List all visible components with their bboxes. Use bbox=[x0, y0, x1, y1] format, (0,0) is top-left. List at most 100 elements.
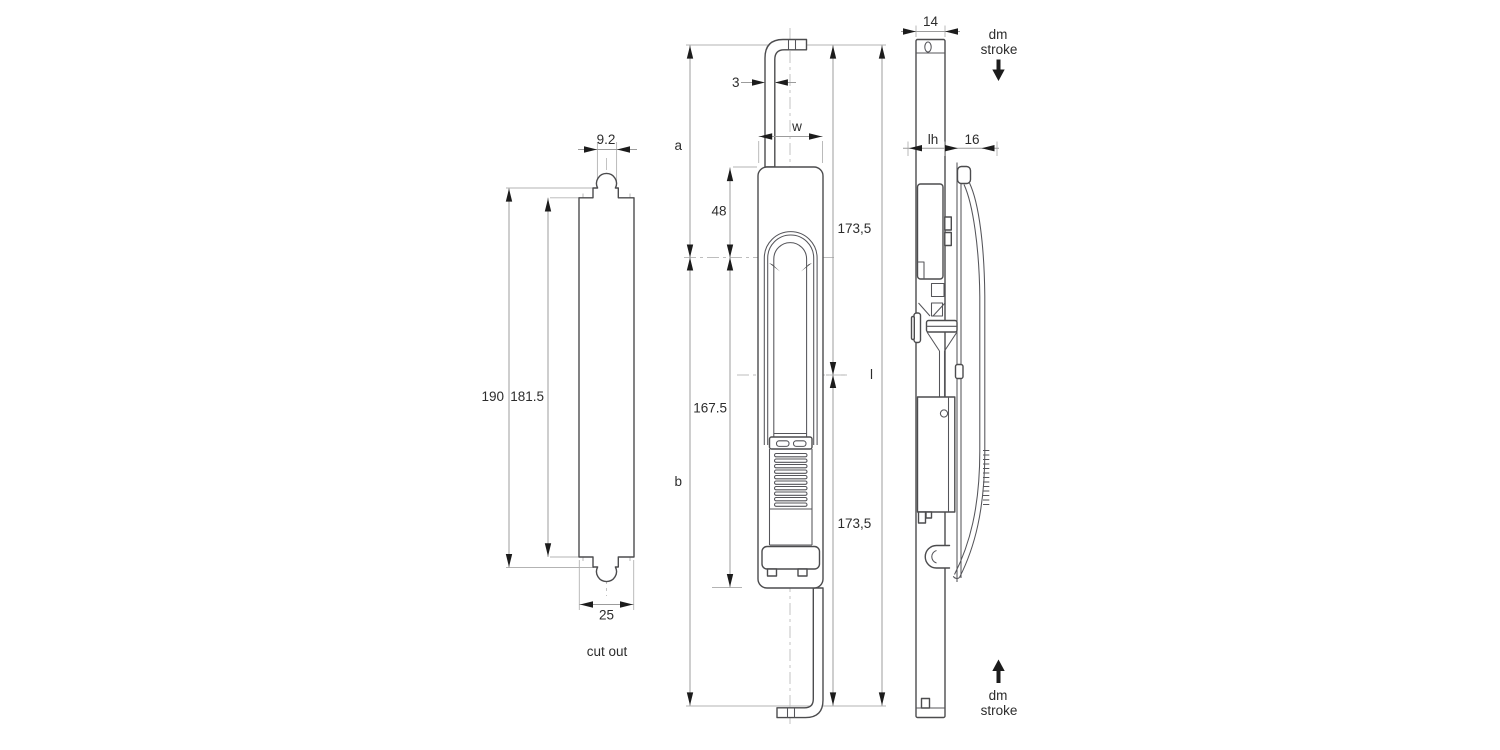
front-wedge-right bbox=[801, 263, 812, 272]
arrowhead bbox=[620, 601, 633, 608]
side-upper-block-notch bbox=[917, 261, 925, 279]
side-clip-upper bbox=[944, 216, 952, 231]
front-rod-bottom bbox=[776, 587, 824, 719]
dim-label-w: w bbox=[791, 119, 802, 134]
side-dimensions: 14 lh 16 bbox=[901, 14, 999, 156]
stroke-label-dm-top: dm bbox=[989, 27, 1008, 42]
dim-label-48: 48 bbox=[711, 204, 726, 219]
side-upper-block bbox=[916, 183, 944, 280]
cutout-dimensions: 190 181.5 9.2 25 cut out bbox=[481, 132, 637, 659]
dim-label-9-2: 9.2 bbox=[597, 132, 616, 147]
grip-rib bbox=[773, 474, 808, 480]
arrowhead bbox=[505, 554, 513, 567]
front-slot-inner bbox=[767, 234, 815, 445]
slider-foot-left bbox=[766, 568, 778, 577]
dim-label-14: 14 bbox=[923, 14, 939, 29]
front-slot-outer bbox=[763, 231, 818, 445]
dim-label-b: b bbox=[674, 474, 682, 489]
stroke-annotation-top: dm stroke bbox=[981, 27, 1018, 81]
dim-label-25: 25 bbox=[599, 608, 614, 623]
dim-label-a: a bbox=[674, 138, 682, 153]
arrowhead bbox=[505, 188, 513, 202]
lower-block-step bbox=[925, 511, 933, 519]
down-arrow-icon bbox=[992, 59, 1005, 81]
side-clip-lower bbox=[944, 231, 952, 247]
arrowhead bbox=[580, 601, 593, 608]
dim-label-3: 3 bbox=[732, 75, 740, 90]
lower-block-body bbox=[916, 396, 956, 513]
arrowhead bbox=[829, 362, 837, 375]
grip-rib bbox=[773, 502, 808, 507]
arrowhead bbox=[945, 145, 958, 152]
front-slider bbox=[761, 436, 821, 577]
arrowhead bbox=[878, 45, 886, 59]
front-wedge-left bbox=[769, 263, 780, 272]
dim-label-181-5: 181.5 bbox=[510, 389, 544, 404]
arrowhead bbox=[686, 257, 694, 271]
dim-label-lh: lh bbox=[928, 132, 939, 147]
dim-ext-lh-16 bbox=[907, 141, 998, 156]
arrowhead bbox=[544, 198, 552, 212]
front-rod-top-crimp-lines bbox=[787, 39, 797, 50]
side-cover-outer bbox=[959, 182, 986, 578]
arrowhead bbox=[686, 244, 694, 258]
mechanism-window-lower bbox=[930, 302, 944, 317]
side-rod-hole-top bbox=[924, 41, 932, 53]
up-arrow-icon bbox=[992, 659, 1005, 683]
front-rod-bottom-crimp-lines bbox=[786, 707, 796, 718]
lower-block-foot bbox=[917, 511, 927, 524]
slider-cap-slot bbox=[792, 440, 807, 447]
dim-label-16: 16 bbox=[964, 132, 979, 147]
dim-label-173-5-bottom: 173,5 bbox=[838, 516, 872, 531]
mechanism-diagonals bbox=[918, 302, 958, 397]
arrowhead bbox=[584, 146, 597, 153]
front-dimensions: a b 48 167.5 173,5 173,5 l w bbox=[674, 45, 886, 706]
side-view: 14 lh 16 dm stroke dm stroke bbox=[901, 14, 1018, 719]
side-cover-inner bbox=[954, 184, 981, 575]
lower-block-hole bbox=[939, 409, 949, 418]
arrowhead bbox=[726, 257, 734, 271]
grip-rib bbox=[773, 452, 808, 458]
cutout-outline bbox=[578, 172, 635, 583]
cutout-extension-lines bbox=[506, 142, 635, 610]
arrowhead bbox=[617, 146, 630, 153]
front-latch-bar bbox=[773, 242, 808, 443]
dim-label-173-5-top: 173,5 bbox=[838, 221, 872, 236]
dim-label-167-5: 167.5 bbox=[693, 401, 727, 416]
side-cover-serration bbox=[983, 449, 990, 506]
cutout-view: 190 181.5 9.2 25 cut out bbox=[481, 132, 637, 659]
stroke-label-stroke-top: stroke bbox=[981, 42, 1018, 57]
slider-flange bbox=[761, 545, 821, 570]
stroke-annotation-bottom: dm stroke bbox=[981, 659, 1018, 718]
arrowhead bbox=[752, 79, 765, 86]
grip-rib bbox=[773, 485, 808, 491]
front-rod-top bbox=[764, 38, 808, 168]
side-mechanism bbox=[910, 282, 964, 397]
grip-rib bbox=[773, 480, 808, 485]
grip-rib bbox=[773, 469, 808, 474]
arrowhead bbox=[903, 28, 916, 35]
arrowhead bbox=[829, 692, 837, 706]
grip-rib bbox=[773, 463, 808, 469]
side-cover-top-tab bbox=[956, 165, 972, 185]
grip-rib bbox=[773, 496, 808, 502]
stroke-label-stroke-bottom: stroke bbox=[981, 703, 1018, 718]
cutout-caption: cut out bbox=[587, 644, 628, 659]
arrowhead bbox=[945, 28, 958, 35]
slider-foot-right bbox=[797, 568, 808, 577]
arrowhead bbox=[544, 543, 552, 557]
mechanism-left-bump bbox=[910, 315, 915, 341]
arrowhead bbox=[774, 79, 788, 86]
arrowhead bbox=[878, 692, 886, 706]
arrowhead bbox=[981, 145, 995, 152]
side-knob-inner bbox=[931, 549, 937, 564]
side-lower-block bbox=[916, 396, 956, 569]
grip-rib bbox=[773, 458, 808, 463]
backplate-tab bbox=[954, 363, 964, 380]
side-rod-tab-bottom bbox=[920, 697, 931, 709]
arrowhead bbox=[726, 574, 734, 587]
slider-frame bbox=[768, 449, 813, 546]
arrowhead bbox=[686, 45, 694, 59]
